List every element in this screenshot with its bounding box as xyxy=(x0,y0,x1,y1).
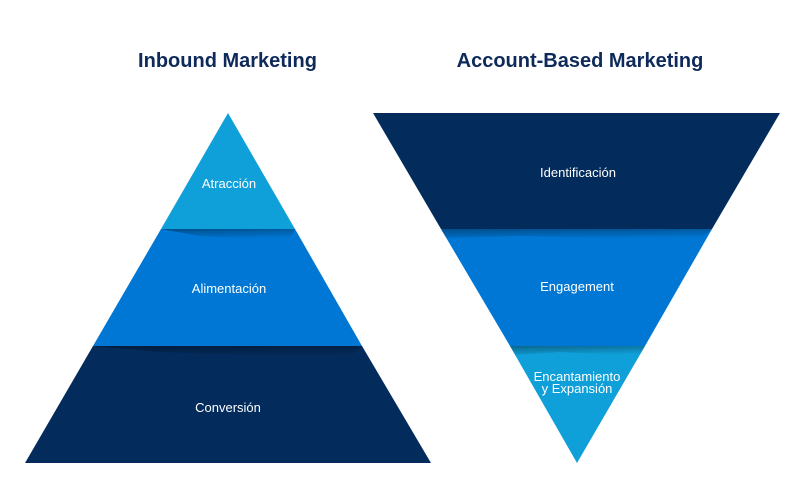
level-label: Encantamiento xyxy=(534,369,621,384)
pyramid-level-encantamiento xyxy=(510,346,645,463)
shadow xyxy=(441,229,712,240)
inbound-title: Inbound Marketing xyxy=(138,50,317,72)
pyramid-level-atraccion xyxy=(161,113,295,229)
pyramid-level-engagement xyxy=(441,229,712,346)
level-label: Identificación xyxy=(540,165,616,180)
abm-title: Account-Based Marketing xyxy=(456,50,704,72)
abm-pyramid: Identificación Engagement Encantamiento … xyxy=(373,113,780,463)
shadow xyxy=(93,346,362,358)
level-label: Conversión xyxy=(195,400,261,415)
shadow xyxy=(161,229,295,240)
level-label: Engagement xyxy=(540,279,614,294)
pyramid-level-alimentacion xyxy=(93,229,362,346)
level-label: y Expansión xyxy=(542,381,613,396)
shadow xyxy=(510,346,645,356)
pyramid-level-identificacion xyxy=(373,113,780,229)
level-label: Alimentación xyxy=(192,281,266,296)
pyramid-level-conversion xyxy=(25,346,431,463)
inbound-pyramid: Atracción Alimentación Conversión xyxy=(25,113,431,463)
level-label: Atracción xyxy=(202,176,256,191)
